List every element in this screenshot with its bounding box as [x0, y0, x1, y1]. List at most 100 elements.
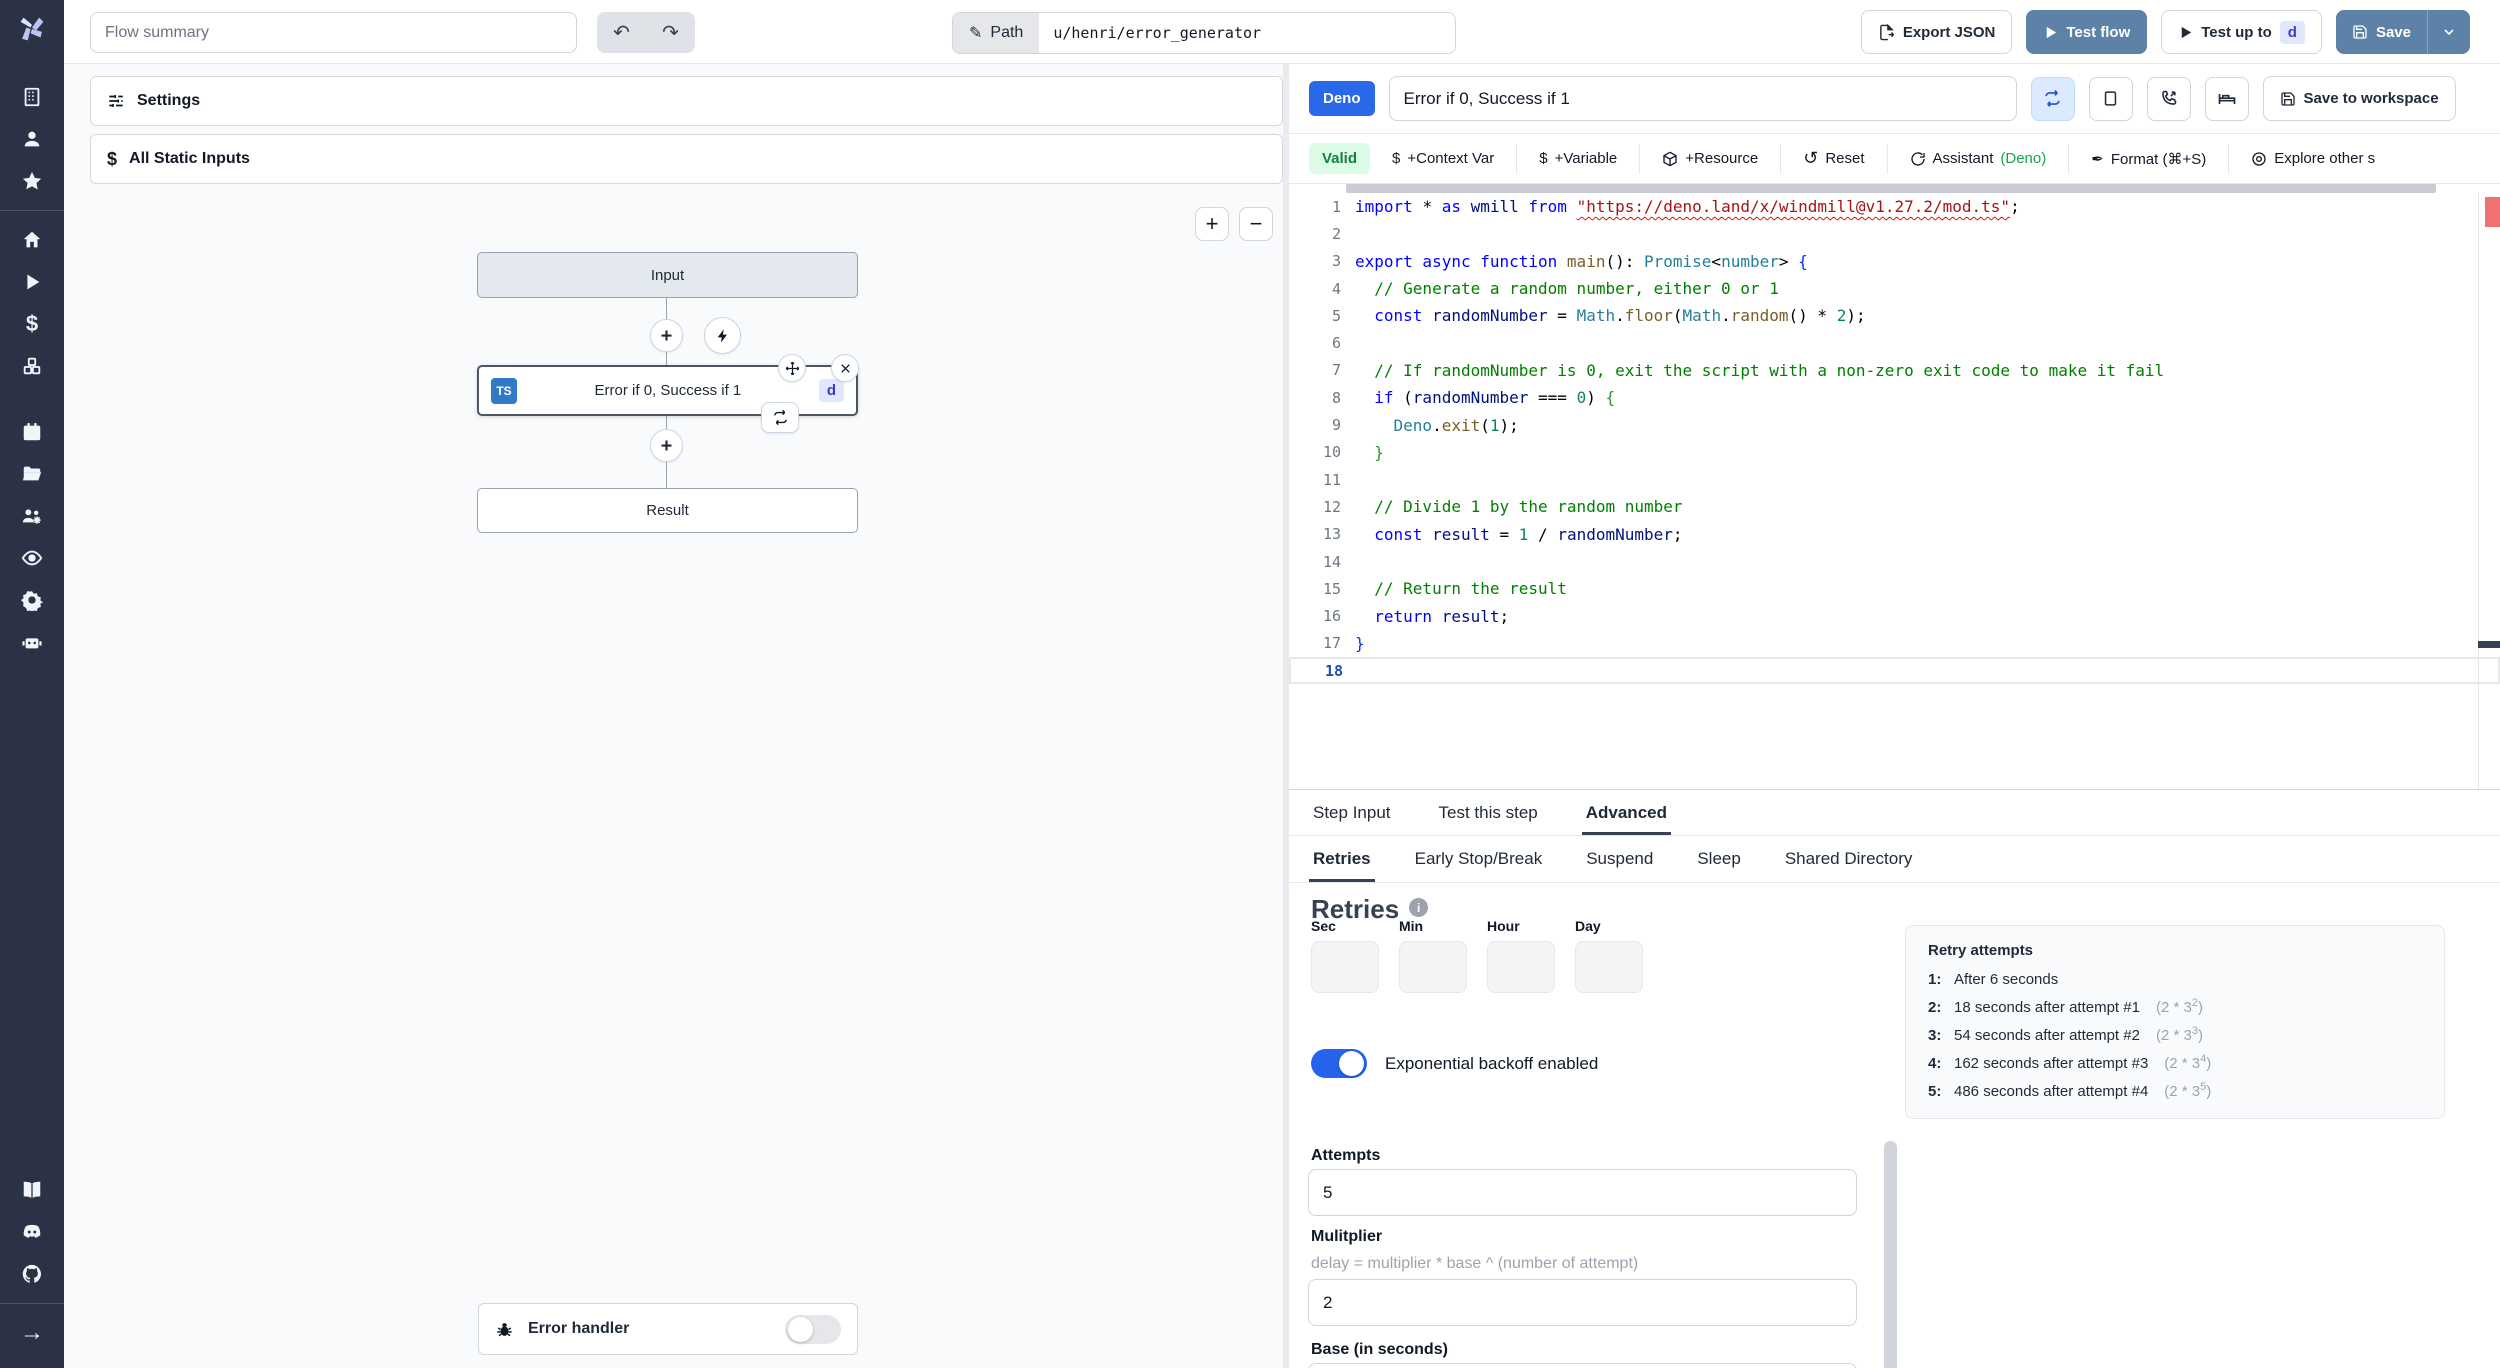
all-static-inputs-bar[interactable]: $ All Static Inputs	[90, 134, 1283, 184]
dollar-icon[interactable]: $	[25, 311, 39, 336]
step-title-input[interactable]	[1388, 76, 2017, 121]
input-node[interactable]: Input	[477, 252, 858, 298]
discord-icon[interactable]	[0, 1211, 64, 1253]
tab-suspend[interactable]: Suspend	[1586, 849, 1654, 868]
compass-icon	[2252, 151, 2266, 166]
phone-incoming-icon	[2162, 90, 2177, 105]
export-json-button[interactable]: Export JSON	[1860, 10, 2013, 54]
add-resource-button[interactable]: +Resource	[1640, 150, 1780, 167]
book-icon[interactable]	[0, 1169, 64, 1211]
zoom-out-button[interactable]: −	[1239, 207, 1273, 241]
error-handler-toggle[interactable]	[785, 1314, 841, 1344]
code-line[interactable]: 11	[1322, 470, 1341, 489]
arrow-right-icon[interactable]: →	[20, 1319, 44, 1346]
add-step-button[interactable]	[650, 319, 683, 352]
code-line[interactable]: 17}	[1322, 633, 1365, 653]
code-line[interactable]: 8 if (randomNumber === 0) {	[1331, 388, 1616, 408]
code-line[interactable]: 16 return result;	[1322, 606, 1510, 626]
pane-splitter[interactable]	[1283, 64, 1289, 1368]
robot-icon[interactable]	[0, 621, 64, 663]
result-node[interactable]: Result	[477, 488, 858, 533]
play-icon[interactable]	[0, 261, 64, 303]
mobile-view-button[interactable]	[2088, 76, 2133, 121]
cron-sec-input[interactable]	[1311, 941, 1379, 993]
settings-bar[interactable]: Settings	[90, 76, 1283, 126]
move-node-button[interactable]	[778, 354, 806, 382]
format-button[interactable]: ✒Format (⌘+S)	[2091, 150, 2207, 168]
tab-test-this-step[interactable]: Test this step	[1438, 802, 1538, 822]
code-line[interactable]: 5 const randomNumber = Math.floor(Math.r…	[1331, 306, 1866, 326]
add-variable-button[interactable]: $+Variable	[1539, 150, 1618, 167]
suspend-button[interactable]	[2146, 76, 2191, 121]
code-line[interactable]: 12 // Divide 1 by the random number	[1322, 497, 1683, 517]
reset-button[interactable]: ↺Reset	[1803, 148, 1865, 168]
editor-overview-ruler	[2478, 193, 2500, 789]
folder-icon[interactable]	[0, 453, 64, 495]
tab-retries[interactable]: Retries	[1309, 836, 1375, 882]
multiplier-input[interactable]	[1308, 1279, 1857, 1326]
trigger-button[interactable]	[704, 317, 741, 354]
retry-indicator-button[interactable]	[761, 402, 799, 433]
tab-sleep[interactable]: Sleep	[1697, 849, 1741, 868]
home-icon[interactable]	[0, 219, 64, 261]
flow-summary-input[interactable]	[90, 12, 577, 53]
code-line[interactable]: 4 // Generate a random number, either 0 …	[1331, 279, 1779, 299]
add-context-var-button[interactable]: $+Context Var	[1392, 150, 1495, 167]
save-to-workspace-button[interactable]: Save to workspace	[2262, 76, 2456, 121]
base-input[interactable]	[1308, 1363, 1857, 1368]
vertical-scrollbar[interactable]	[1884, 1141, 1897, 1368]
delete-node-button[interactable]	[831, 354, 859, 382]
test-up-to-button[interactable]: Test up to d	[2161, 10, 2322, 54]
assistant-button[interactable]: Assistant(Deno)	[1888, 150, 2069, 167]
info-icon[interactable]: i	[1409, 898, 1429, 917]
undo-icon[interactable]: ↶	[613, 22, 630, 44]
retries-toggle-button[interactable]	[2030, 76, 2075, 121]
windmill-logo-icon[interactable]	[15, 12, 49, 46]
save-dropdown-button[interactable]	[2428, 10, 2470, 54]
code-line[interactable]: 13 const result = 1 / randomNumber;	[1322, 524, 1683, 544]
explore-scripts-button[interactable]: Explore other s	[2229, 150, 2397, 167]
eye-icon[interactable]	[0, 537, 64, 579]
editor-resize-handle[interactable]	[1346, 184, 2436, 193]
code-line[interactable]: 7 // If randomNumber is 0, exit the scri…	[1331, 360, 2165, 380]
gear-icon[interactable]	[0, 579, 64, 621]
test-flow-button[interactable]: Test flow	[2026, 10, 2148, 54]
valid-status-badge: Valid	[1309, 143, 1371, 174]
code-line[interactable]: 14	[1322, 552, 1341, 571]
tab-step-input[interactable]: Step Input	[1313, 802, 1391, 822]
attempts-input[interactable]	[1308, 1169, 1857, 1216]
code-line[interactable]: 15 // Return the result	[1322, 579, 1567, 599]
github-icon[interactable]	[0, 1253, 64, 1295]
code-line[interactable]: 9 Deno.exit(1);	[1331, 415, 1519, 435]
user-icon[interactable]	[0, 118, 64, 160]
code-line[interactable]: 2	[1331, 224, 1341, 243]
code-line[interactable]: 6	[1331, 334, 1341, 353]
cubes-icon[interactable]	[0, 345, 64, 387]
zoom-in-button[interactable]: +	[1195, 207, 1229, 241]
code-line[interactable]: 18	[1289, 657, 2500, 685]
users-gear-icon[interactable]	[0, 495, 64, 537]
sleep-button[interactable]	[2204, 76, 2249, 121]
error-handler-bar[interactable]: Error handler	[478, 1303, 858, 1355]
exponential-backoff-toggle[interactable]	[1311, 1049, 1367, 1078]
tab-advanced[interactable]: Advanced	[1581, 790, 1672, 835]
building-icon[interactable]	[0, 76, 64, 118]
tab-early-stop-break[interactable]: Early Stop/Break	[1414, 849, 1543, 868]
calendar-icon[interactable]	[0, 411, 64, 453]
pencil-icon: ✎	[969, 25, 983, 42]
redo-icon[interactable]: ↷	[662, 22, 679, 44]
cron-label: Min	[1399, 921, 1424, 934]
code-line[interactable]: 10 }	[1322, 442, 1384, 462]
path-input[interactable]	[1039, 13, 1456, 53]
tab-shared-directory[interactable]: Shared Directory	[1784, 849, 1913, 868]
save-button[interactable]: Save	[2335, 10, 2428, 54]
cron-min-input[interactable]	[1399, 941, 1467, 993]
star-icon[interactable]	[0, 160, 64, 202]
add-step-button[interactable]	[650, 429, 683, 462]
cron-day-input[interactable]	[1575, 941, 1643, 993]
cron-hour-input[interactable]	[1487, 941, 1555, 993]
